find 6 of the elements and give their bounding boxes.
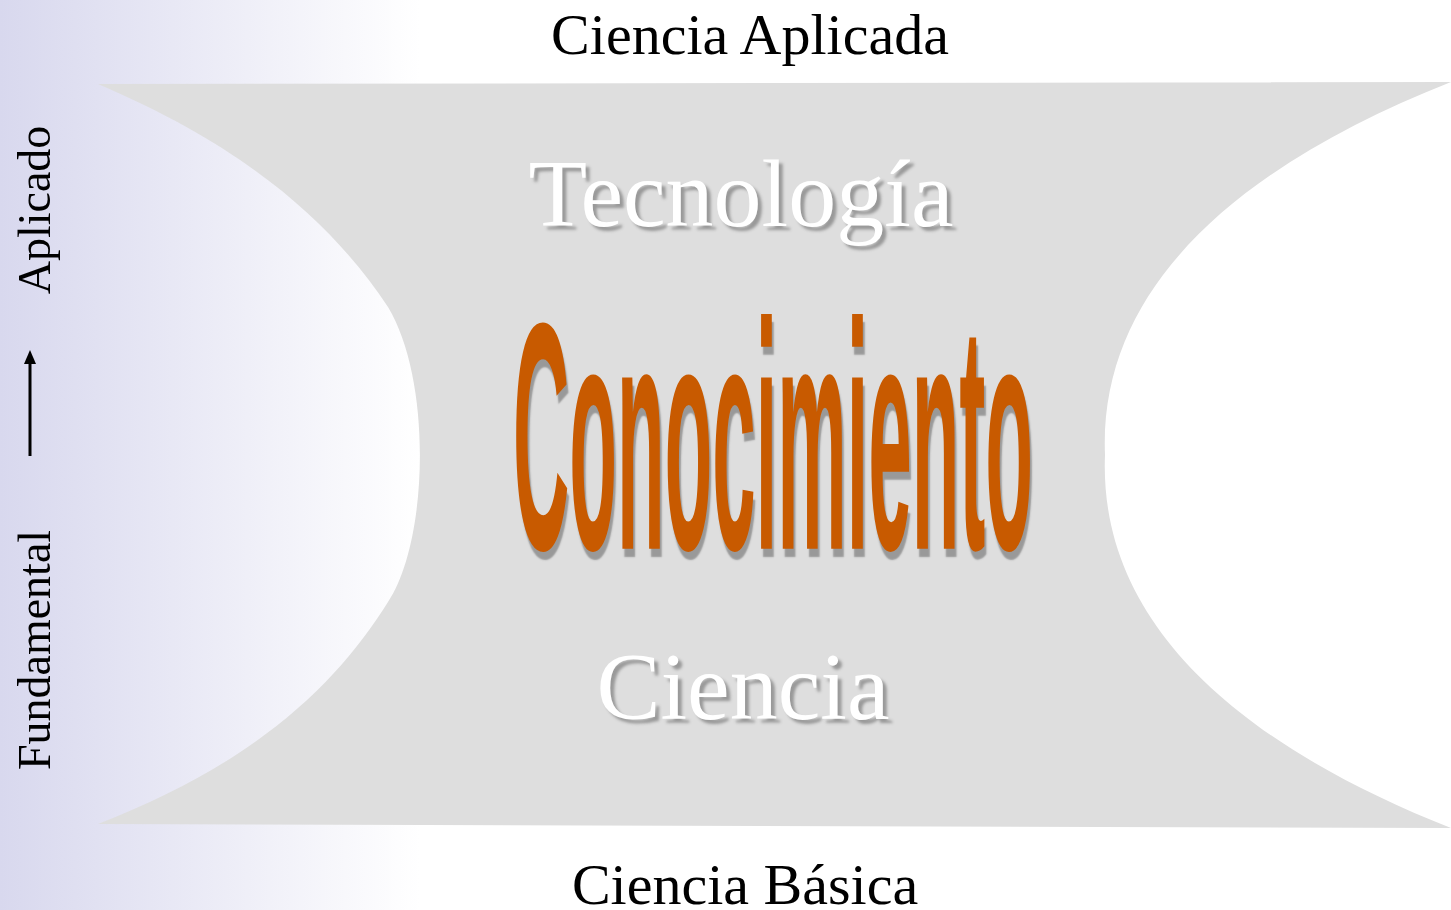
heading-text: Ciencia: [596, 639, 890, 735]
axis-label: Fundamental: [12, 529, 58, 771]
title-text: Conocimiento: [513, 275, 1033, 599]
axis-label: Aplicado: [12, 125, 58, 295]
top-heading: Ciencia Aplicada: [551, 6, 949, 64]
bottom-heading: Ciencia Básica: [571, 856, 919, 910]
